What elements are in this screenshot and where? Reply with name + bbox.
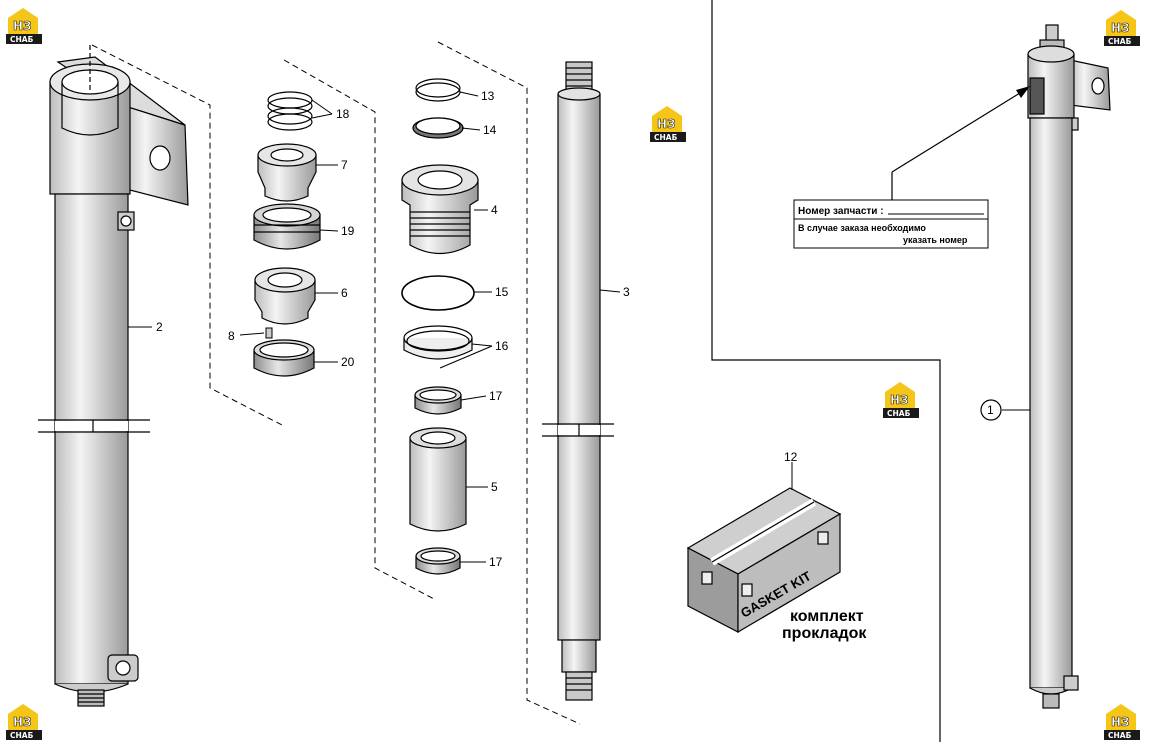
callout-17-lower: 17 bbox=[489, 555, 503, 569]
brand-logo-bar bbox=[1104, 36, 1140, 46]
brand-logo-bar bbox=[6, 730, 42, 740]
brand-logo-bottom-text: СНАБ bbox=[10, 731, 34, 740]
brand-logo-top-text: НЗ bbox=[1111, 21, 1130, 35]
callout-3: 3 bbox=[623, 285, 630, 299]
gasket-kit-caption-line2: прокладок bbox=[782, 625, 867, 642]
callout-20: 20 bbox=[341, 355, 355, 369]
callout-17-upper: 17 bbox=[489, 389, 503, 403]
callout-14: 14 bbox=[483, 123, 497, 137]
exploded-view-outline-right bbox=[437, 41, 581, 725]
callout-8: 8 bbox=[228, 329, 235, 343]
ring-part-13 bbox=[415, 78, 461, 102]
brand-logo-bottom-text: СНАБ bbox=[1108, 731, 1132, 740]
house-icon bbox=[8, 704, 38, 730]
brand-logo-bar bbox=[6, 34, 42, 44]
o-ring-part-15 bbox=[401, 275, 475, 311]
callout-6: 6 bbox=[341, 286, 348, 300]
brand-logo-bar bbox=[650, 132, 686, 142]
ring-part-20 bbox=[253, 339, 315, 377]
house-icon bbox=[885, 382, 915, 408]
brand-logo-bottom-text: СНАБ bbox=[10, 35, 34, 44]
brand-logo: НЗ СНАБ bbox=[650, 106, 686, 142]
callout-18: 18 bbox=[336, 107, 350, 121]
callout-13: 13 bbox=[481, 89, 495, 103]
callout-leaders bbox=[128, 91, 1030, 563]
brand-logo-bottom-text: СНАБ bbox=[1108, 37, 1132, 46]
cylinder-barrel-part-2 bbox=[38, 45, 189, 707]
callout-16: 16 bbox=[495, 339, 509, 353]
brand-logo-top-text: НЗ bbox=[890, 393, 909, 407]
brand-logo-top-text: НЗ bbox=[657, 117, 676, 131]
house-icon bbox=[1106, 10, 1136, 36]
spacer-part-5 bbox=[409, 427, 467, 532]
callout-19: 19 bbox=[341, 224, 355, 238]
callout-7: 7 bbox=[341, 158, 348, 172]
pin-part-8 bbox=[265, 327, 273, 339]
callout-circle-1 bbox=[980, 399, 1002, 421]
part-note-line2: указать номер bbox=[903, 235, 968, 245]
brand-logo-top-text: НЗ bbox=[1111, 715, 1130, 729]
callout-1: 1 bbox=[987, 403, 994, 417]
assembled-cylinder-part-1 bbox=[1027, 24, 1111, 709]
callout-15: 15 bbox=[495, 285, 509, 299]
house-icon bbox=[652, 106, 682, 132]
brand-logo: НЗ СНАБ bbox=[6, 8, 42, 44]
wear-ring-part-17-upper bbox=[414, 386, 462, 415]
piston-part-6 bbox=[254, 267, 316, 325]
brand-logo: НЗ СНАБ bbox=[1104, 704, 1140, 740]
gasket-kit-box-part-12: GASKET KIT bbox=[686, 487, 842, 634]
ring-part-14 bbox=[412, 117, 464, 139]
part-note-arrow-line bbox=[891, 87, 1029, 173]
brand-logo-bottom-text: СНАБ bbox=[654, 133, 678, 142]
cylinder-head-part-4 bbox=[401, 164, 479, 254]
seal-part-19 bbox=[253, 203, 321, 250]
brand-logo: НЗ СНАБ bbox=[6, 704, 42, 740]
gasket-kit-caption-line1: комплект bbox=[790, 608, 864, 625]
ring-part-18 bbox=[267, 91, 313, 131]
callout-2: 2 bbox=[156, 320, 163, 334]
brand-logo-top-text: НЗ bbox=[13, 715, 32, 729]
brand-logo-bar bbox=[883, 408, 919, 418]
piston-rod-part-3 bbox=[542, 61, 614, 701]
wear-ring-part-17-lower bbox=[415, 547, 461, 575]
arrowhead-icon bbox=[1016, 86, 1030, 98]
brand-logo-bottom-text: СНАБ bbox=[887, 409, 911, 418]
callout-4: 4 bbox=[491, 203, 498, 217]
part-note-line1: В случае заказа необходимо bbox=[798, 223, 926, 233]
brand-logos: НЗ СНАБ НЗ СНАБ НЗ СНАБ НЗ СНАБ НЗ СНАБ НЗ СНАБ bbox=[6, 8, 1140, 740]
part-note-label: Номер запчасти : bbox=[798, 206, 884, 217]
brand-logo: НЗ СНАБ bbox=[883, 382, 919, 418]
seal-part-16 bbox=[403, 325, 473, 360]
house-icon bbox=[1106, 704, 1136, 730]
brand-logo-top-text: НЗ bbox=[13, 19, 32, 33]
exploded-view-outline-middle bbox=[283, 59, 437, 601]
callout-5: 5 bbox=[491, 480, 498, 494]
callout-12: 12 bbox=[784, 450, 798, 464]
part-number-note: Номер запчасти : В случае заказа необход… bbox=[793, 199, 989, 249]
house-icon bbox=[8, 8, 38, 34]
exploded-view-outline-left bbox=[91, 44, 283, 426]
brand-logo: НЗ СНАБ bbox=[1104, 10, 1140, 46]
gland-part-7 bbox=[257, 143, 317, 202]
section-divider bbox=[711, 0, 941, 742]
brand-logo-bar bbox=[1104, 730, 1140, 740]
